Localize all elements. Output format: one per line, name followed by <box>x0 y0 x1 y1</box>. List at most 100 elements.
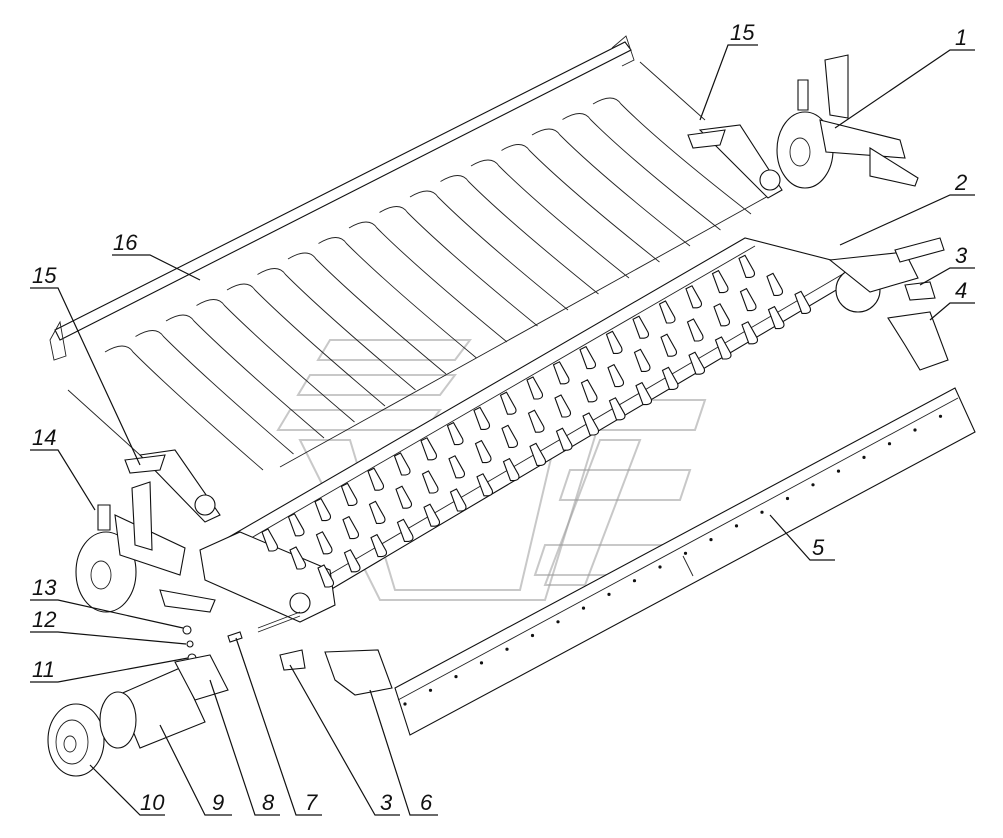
reel-assembly <box>49 35 771 471</box>
pickup-finger <box>261 528 279 552</box>
bracket-4 <box>887 311 949 371</box>
reel-tine <box>165 314 325 439</box>
bar-hole <box>632 579 637 583</box>
callout-11: 11 <box>32 657 55 682</box>
pickup-drum <box>199 237 945 623</box>
pickup-finger <box>527 409 545 433</box>
pickup-finger <box>714 336 732 360</box>
washer-13 <box>182 625 192 635</box>
pickup-finger <box>632 315 650 339</box>
right-gauge-wheel <box>776 54 919 189</box>
bar-hole <box>403 702 407 706</box>
pickup-finger <box>421 470 439 494</box>
callout-15-right: 15 <box>730 20 755 45</box>
pickup-finger <box>767 305 785 330</box>
bar-hole <box>530 633 535 638</box>
bar-hole <box>505 647 509 651</box>
pickup-finger <box>368 500 386 524</box>
pickup-finger <box>423 503 441 527</box>
callout-10: 10 <box>140 790 165 815</box>
bar-hole <box>479 661 484 665</box>
bar-hole <box>836 469 841 473</box>
pickup-finger <box>635 381 653 406</box>
reel-tine <box>592 97 752 215</box>
pickup-finger <box>660 333 678 357</box>
pickup-finger <box>526 376 544 400</box>
bar-hole <box>428 688 433 692</box>
pickup-finger <box>474 439 492 464</box>
pickup-finger <box>633 348 651 372</box>
bar-hole <box>556 620 560 624</box>
pickup-finger <box>476 473 494 497</box>
pickup-finger <box>473 406 491 430</box>
bracket-6 <box>324 649 393 696</box>
reel-tine <box>501 144 660 263</box>
pickup-finger <box>367 467 385 491</box>
pickup-finger <box>794 290 812 314</box>
reel-tine <box>470 159 630 279</box>
reel-support-arm-left <box>67 389 221 523</box>
callout-12: 12 <box>32 607 56 632</box>
reel-tine <box>257 268 416 391</box>
reel-tine <box>318 237 477 359</box>
bar-hole <box>760 510 764 514</box>
bar-hole <box>734 524 739 528</box>
bar-hole <box>862 455 866 459</box>
callout-9: 9 <box>212 790 224 815</box>
pickup-finger <box>552 361 570 385</box>
callout-labels: 1 2 3 4 5 15 16 15 14 13 12 11 10 9 8 7 … <box>32 20 968 815</box>
pickup-finger <box>499 391 517 415</box>
reel-tine <box>409 190 569 311</box>
bar-hole <box>607 592 611 597</box>
pickup-finger <box>502 457 520 482</box>
pickup-finger <box>396 518 414 542</box>
reel-tine <box>287 252 447 375</box>
callout-1: 1 <box>955 25 967 50</box>
pickup-finger <box>688 351 706 375</box>
bar-hole <box>658 565 662 569</box>
clip-3-upper <box>904 281 936 301</box>
pickup-finger <box>395 485 413 509</box>
callout-2: 2 <box>954 170 967 195</box>
pickup-finger <box>713 303 731 327</box>
reel-tine <box>104 345 264 471</box>
callout-8: 8 <box>262 790 275 815</box>
pickup-finger <box>579 345 597 370</box>
pickup-finger <box>342 515 360 540</box>
pin-7 <box>227 631 243 643</box>
callout-14: 14 <box>32 425 56 450</box>
pickup-finger <box>449 488 467 512</box>
pulley-10 <box>47 703 105 777</box>
left-gauge-wheel <box>75 481 216 613</box>
pickup-finger <box>554 394 572 418</box>
pickup-finger <box>738 254 756 278</box>
bar-hole <box>811 483 815 487</box>
cutter-bar <box>394 387 976 736</box>
pickup-finger <box>287 513 305 537</box>
pickup-finger <box>343 549 361 573</box>
bar-hole <box>709 538 713 542</box>
callout-5: 5 <box>812 535 825 560</box>
callout-13: 13 <box>32 575 57 600</box>
reel-tine <box>135 330 294 455</box>
reel-tine <box>379 206 538 327</box>
reel-tine <box>226 283 386 407</box>
pickup-finger <box>501 424 519 448</box>
bar-hole <box>938 414 943 418</box>
pickup-finger <box>370 533 388 558</box>
pickup-finger <box>317 564 335 588</box>
pickup-finger <box>393 452 411 476</box>
reel-tine <box>440 175 599 295</box>
reel-tine <box>531 128 691 247</box>
washer-12 <box>186 640 194 648</box>
bar-hole <box>887 442 892 446</box>
callout-7: 7 <box>305 790 318 815</box>
pickup-finger <box>661 366 679 390</box>
pickup-finger <box>685 285 703 309</box>
pickup-finger <box>766 272 784 296</box>
reel-tine <box>196 299 355 423</box>
pickup-finger <box>686 318 704 342</box>
callout-6: 6 <box>420 790 433 815</box>
